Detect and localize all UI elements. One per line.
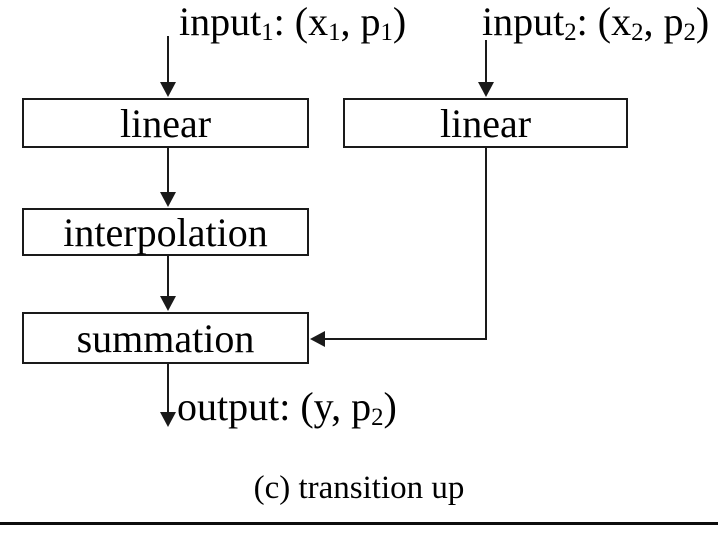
input1-args-text2: , p [340, 0, 381, 44]
input1-close-paren: ) [392, 0, 407, 44]
input1-label: input1: (x1, p1) [179, 0, 407, 47]
node-linear-left-label: linear [119, 100, 212, 146]
edge-input2-to-linear-right-arrowhead-icon [478, 82, 494, 97]
node-linear-left: linear [22, 98, 309, 148]
input2-subscript: 2 [564, 19, 577, 47]
p2-subscript: 2 [683, 19, 696, 47]
bottom-divider [0, 522, 718, 525]
output-label: output: (y, p2) [177, 384, 397, 432]
edge-linear-left-to-interpolation-line [167, 147, 169, 193]
input2-text: input [482, 0, 565, 44]
edge-summation-to-output-line [167, 363, 169, 413]
edge-input2-to-linear-right-line [485, 40, 487, 84]
edge-summation-to-output-arrowhead-icon [160, 412, 176, 427]
edge-linear-right-to-summation-vline [485, 147, 487, 339]
p1-subscript: 1 [380, 19, 393, 47]
input2-close-paren: ) [695, 0, 710, 44]
edge-input1-to-linear-left-arrowhead-icon [160, 82, 176, 97]
edge-linear-right-to-summation-hline [325, 338, 487, 340]
input1-text: input [179, 0, 262, 44]
node-linear-right-label: linear [439, 100, 532, 146]
input2-args-text2: , p [643, 0, 684, 44]
edge-interpolation-to-summation-line [167, 255, 169, 297]
edge-linear-left-to-interpolation-arrowhead-icon [160, 192, 176, 207]
node-summation: summation [22, 312, 309, 364]
node-interpolation: interpolation [22, 208, 309, 256]
x1-subscript: 1 [328, 19, 341, 47]
node-linear-right: linear [343, 98, 628, 148]
edge-interpolation-to-summation-arrowhead-icon [160, 296, 176, 311]
output-text: output: (y, p [177, 384, 372, 429]
edge-input1-to-linear-left-line [167, 36, 169, 84]
node-interpolation-label: interpolation [63, 209, 268, 255]
input1-subscript: 1 [261, 19, 274, 47]
input2-args-text: : (x [576, 0, 632, 44]
output-close-paren: ) [383, 384, 397, 429]
edge-linear-right-to-summation-arrowhead-icon [310, 331, 325, 347]
output-p2-subscript: 2 [371, 404, 384, 432]
figure-caption: (c) transition up [253, 470, 465, 506]
x2-subscript: 2 [631, 19, 644, 47]
input2-label: input2: (x2, p2) [482, 0, 710, 47]
input1-args-text: : (x [273, 0, 329, 44]
node-summation-label: summation [76, 315, 255, 361]
